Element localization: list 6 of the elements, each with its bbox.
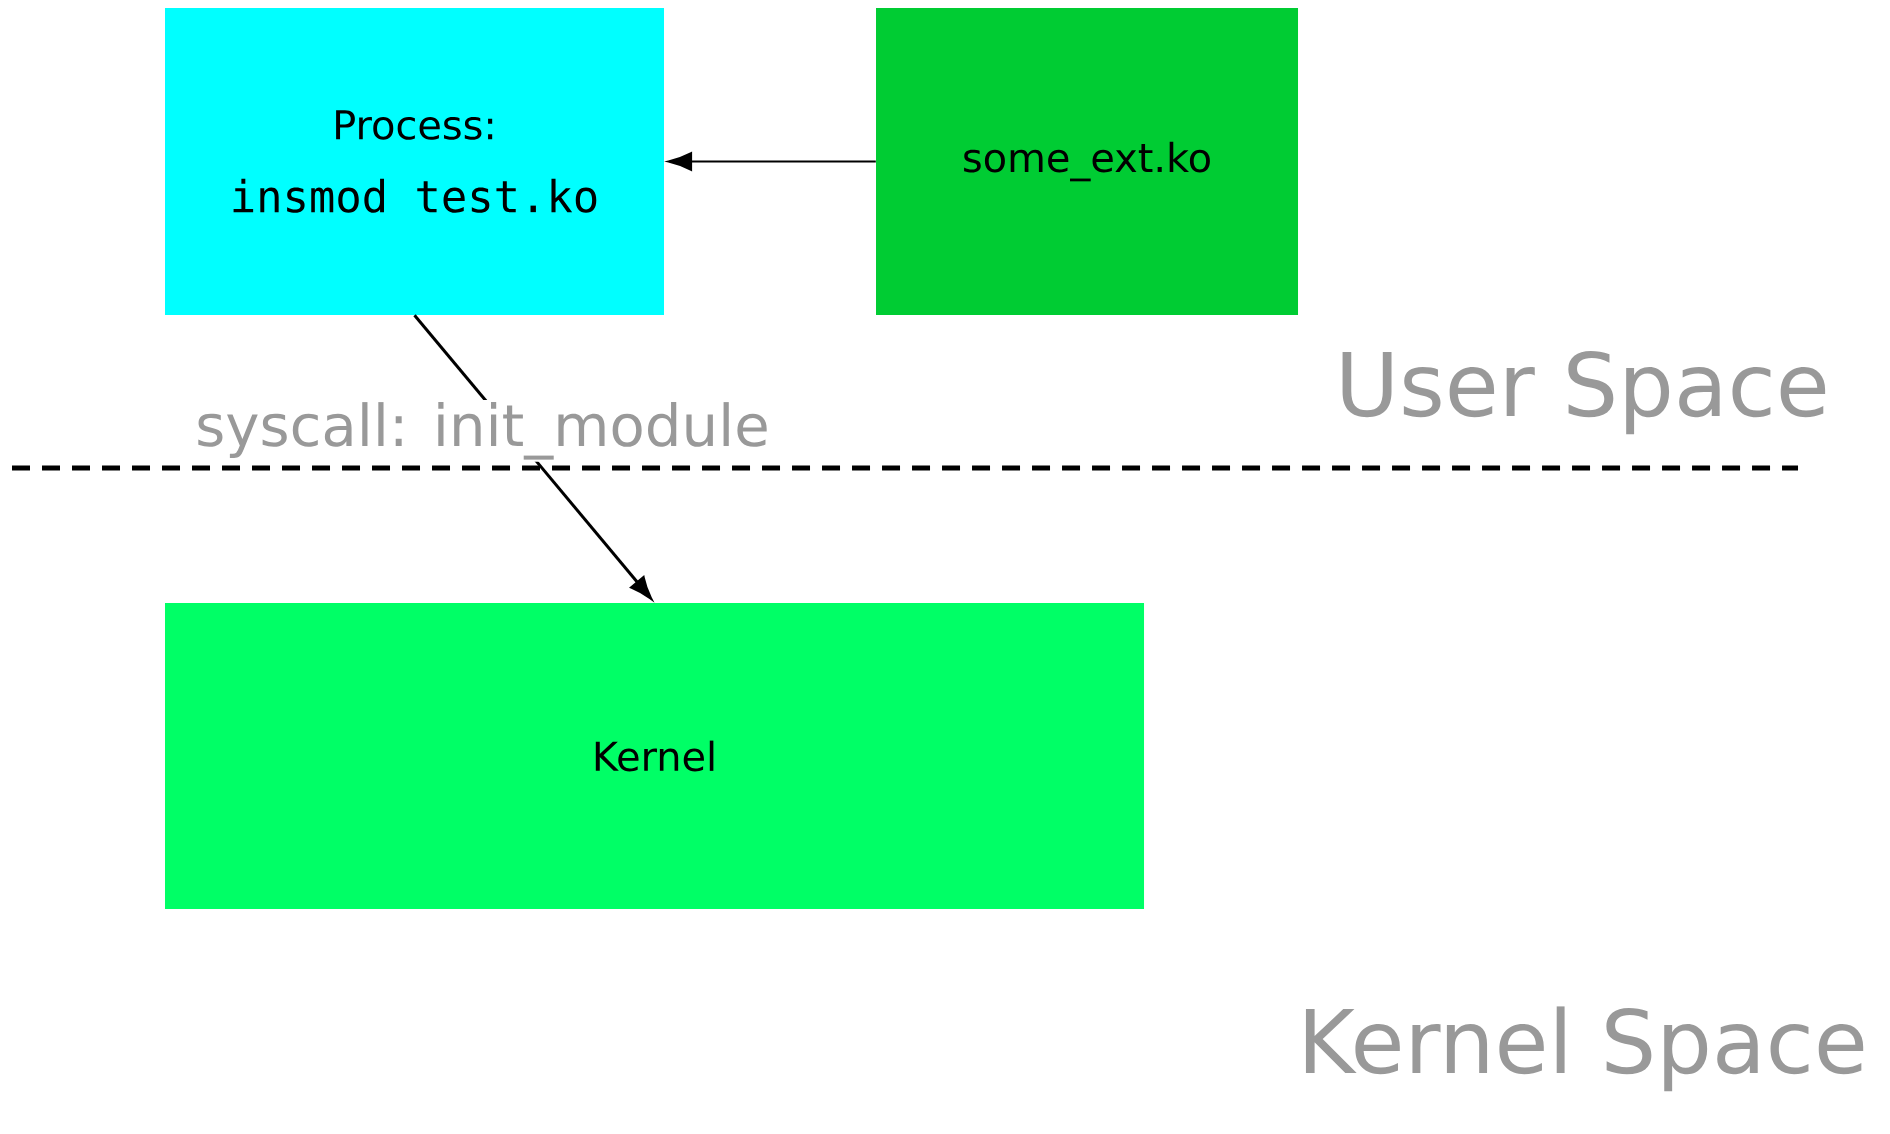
region-label: Kernel Space	[1305, 1006, 1864, 1092]
region-label: User Space	[1342, 350, 1826, 435]
process-box: Process: insmod test.ko	[165, 8, 664, 315]
process-box: Kernel	[165, 603, 1144, 909]
process-box: some_ext.ko	[876, 8, 1298, 315]
edge-label: syscall: init_module	[193, 400, 772, 462]
